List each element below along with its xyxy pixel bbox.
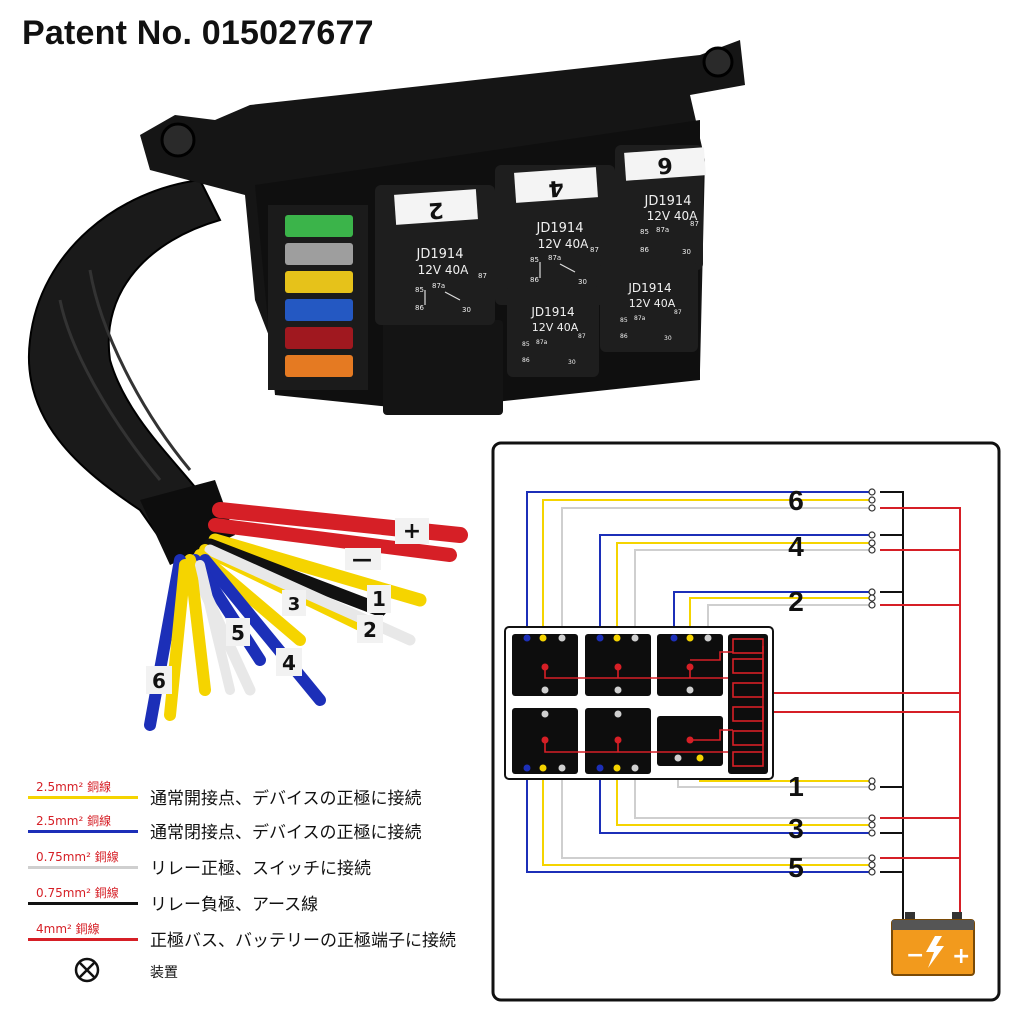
relay-lower-right: JD1914 12V 40A 85 87a 87 86 30 <box>600 262 698 352</box>
fuse-gray <box>285 243 353 265</box>
relay-lower-middle-pin87a: 87a <box>536 339 548 346</box>
legend-line-yellow <box>28 796 138 799</box>
relay-6-pin86: 86 <box>640 246 649 254</box>
relay-2-rating: 12V 40A <box>418 263 470 277</box>
relay-4-pin86: 86 <box>530 276 539 284</box>
relay-6-rating: 12V 40A <box>647 209 699 223</box>
relay-lower-middle-model: JD1914 <box>530 305 574 319</box>
relay-6-pin30: 30 <box>682 248 691 256</box>
fuse-orange <box>285 355 353 377</box>
patent-number: Patent No. 015027677 <box>22 14 374 52</box>
wire-tag-plus: + <box>403 519 421 544</box>
legend-label-red: 4mm² 銅線 <box>36 922 100 936</box>
legend-text-black: リレー負極、アース線 <box>150 895 319 915</box>
wire-tag-5: 5 <box>231 621 245 645</box>
fuse-red <box>285 327 353 349</box>
legend-line-blue <box>28 830 138 833</box>
relay-2-pin30: 30 <box>462 306 471 314</box>
switch-symbol-icon <box>74 957 100 983</box>
legend-text-red: 正極バス、バッテリーの正極端子に接続 <box>150 931 456 951</box>
relay-4-pin87: 87 <box>590 246 599 254</box>
relay-6-pin87a: 87a <box>656 226 669 234</box>
legend-line-red <box>28 938 138 941</box>
relay-lower-middle-pin87: 87 <box>578 333 586 340</box>
relay-lower-right-pin87: 87 <box>674 309 682 316</box>
relay-lower-right-model: JD1914 <box>627 281 671 295</box>
legend-text-yellow: 通常開接点、デバイスの正極に接続 <box>150 789 422 809</box>
box-cover <box>383 320 503 415</box>
relay-2-pin87a: 87a <box>432 282 445 290</box>
relay-6-number: 6 <box>656 151 673 177</box>
legend-line-gray <box>28 866 138 869</box>
relay-lower-right-pin85: 85 <box>620 317 628 324</box>
relay-6-pin85: 85 <box>640 228 649 236</box>
relay-4-pin87a: 87a <box>548 254 561 262</box>
relay-4-model: JD1914 <box>536 221 584 236</box>
legend-label-yellow: 2.5mm² 銅線 <box>36 780 112 794</box>
relay-lower-middle-pin86: 86 <box>522 357 530 364</box>
relay-2-number: 2 <box>427 196 444 222</box>
relay-6-pin87: 87 <box>690 220 699 228</box>
relay-6: 6 JD1914 12V 40A 85 87a 87 86 30 <box>615 145 706 270</box>
legend-switch-text: 装置 <box>150 965 178 981</box>
relay-4-rating: 12V 40A <box>538 237 590 251</box>
wire-tag-6: 6 <box>152 669 166 693</box>
legend-label-gray: 0.75mm² 銅線 <box>36 850 119 864</box>
wire-tags: + — 1 2 3 4 5 6 <box>146 518 429 694</box>
blade-fuses <box>285 215 353 377</box>
relay-lower-middle-pin85: 85 <box>522 341 530 348</box>
relay-4-pin85: 85 <box>530 256 539 264</box>
relay-lower-right-pin86: 86 <box>620 333 628 340</box>
fuse-blue <box>285 299 353 321</box>
relay-lower-right-pin87a: 87a <box>634 315 646 322</box>
relay-2: 2 JD1914 12V 40A 85 87a 87 86 30 <box>375 185 495 325</box>
braided-harness <box>27 178 227 562</box>
relay-2-pin87: 87 <box>478 272 487 280</box>
wire-tag-2: 2 <box>363 618 377 642</box>
wire-tag-4: 4 <box>282 651 296 675</box>
fuse-yellow <box>285 271 353 293</box>
wire-tag-1: 1 <box>372 587 386 611</box>
relay-lower-middle: JD1914 12V 40A 85 87a 87 86 30 <box>507 285 599 377</box>
relay-lower-middle-rating: 12V 40A <box>532 321 579 334</box>
legend-text-gray: リレー正極、スイッチに接続 <box>150 859 371 879</box>
relay-2-pin85: 85 <box>415 286 424 294</box>
wire-tag-minus: — <box>352 547 372 571</box>
relay-4-number: 4 <box>548 174 565 200</box>
relay-4-pin30: 30 <box>578 278 587 286</box>
legend-line-black <box>28 902 138 905</box>
relay-2-pin86: 86 <box>415 304 424 312</box>
relay-lower-right-rating: 12V 40A <box>629 297 676 310</box>
wire-tag-3: 3 <box>288 594 301 615</box>
relay-lower-middle-pin30: 30 <box>568 359 576 366</box>
relay-6-model: JD1914 <box>644 194 692 209</box>
relay-4: 4 JD1914 12V 40A 85 87a 87 86 30 <box>495 165 615 305</box>
legend-label-black: 0.75mm² 銅線 <box>36 886 119 900</box>
legend-text-blue: 通常閉接点、デバイスの正極に接続 <box>150 823 422 843</box>
relay-2-model: JD1914 <box>416 247 464 262</box>
fuse-green <box>285 215 353 237</box>
relay-lower-right-pin30: 30 <box>664 335 672 342</box>
legend-label-blue: 2.5mm² 銅線 <box>36 814 112 828</box>
